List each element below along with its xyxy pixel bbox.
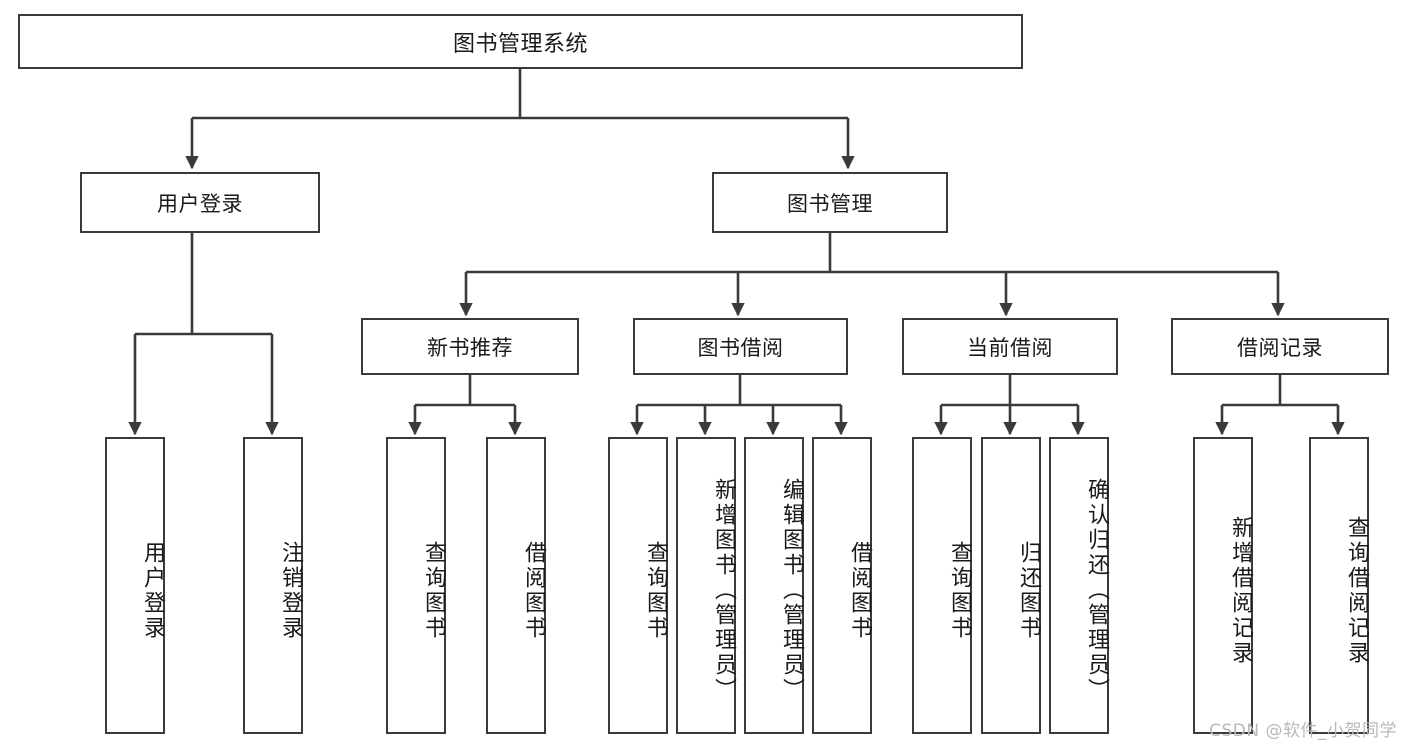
node-leaf-confirm-return[interactable]: 确认归还（管理员） — [1049, 437, 1109, 734]
node-leaf-edit-book-label: 编辑图书（管理员） — [779, 478, 804, 703]
node-leaf-return-book[interactable]: 归还图书 — [981, 437, 1041, 734]
node-root-system[interactable]: 图书管理系统 — [18, 14, 1023, 69]
node-new-book-recommend-label: 新书推荐 — [427, 335, 513, 360]
node-leaf-logout-label: 注销登录 — [278, 540, 303, 641]
node-current-borrow-label: 当前借阅 — [967, 335, 1053, 360]
node-leaf-query-book-2-label: 查询图书 — [643, 540, 668, 641]
node-root-system-label: 图书管理系统 — [452, 31, 588, 57]
node-leaf-add-book-label: 新增图书（管理员） — [711, 478, 736, 703]
node-leaf-query-book-2[interactable]: 查询图书 — [608, 437, 668, 734]
node-leaf-query-book-1[interactable]: 查询图书 — [386, 437, 446, 734]
node-leaf-add-borrow-record[interactable]: 新增借阅记录 — [1193, 437, 1253, 734]
node-user-login[interactable]: 用户登录 — [80, 172, 320, 233]
node-leaf-query-borrow-record[interactable]: 查询借阅记录 — [1309, 437, 1369, 734]
csdn-watermark: CSDN @软件_小贺同学 — [1209, 721, 1397, 741]
node-leaf-query-book-3-label: 查询图书 — [947, 540, 972, 641]
node-leaf-user-login-label: 用户登录 — [140, 540, 165, 641]
node-book-borrow-label: 图书借阅 — [697, 335, 784, 360]
node-leaf-return-book-label: 归还图书 — [1016, 540, 1041, 641]
node-user-login-label: 用户登录 — [157, 191, 243, 216]
node-leaf-confirm-return-label: 确认归还（管理员） — [1084, 478, 1109, 703]
node-leaf-borrow-book-1-label: 借阅图书 — [521, 540, 546, 641]
node-leaf-add-borrow-record-label: 新增借阅记录 — [1228, 515, 1253, 666]
node-leaf-edit-book[interactable]: 编辑图书（管理员） — [744, 437, 804, 734]
node-book-manage[interactable]: 图书管理 — [712, 172, 948, 233]
node-leaf-query-book-3[interactable]: 查询图书 — [912, 437, 972, 734]
node-borrow-record[interactable]: 借阅记录 — [1171, 318, 1389, 375]
node-leaf-user-login[interactable]: 用户登录 — [105, 437, 165, 734]
node-leaf-borrow-book-2-label: 借阅图书 — [847, 540, 872, 641]
node-book-manage-label: 图书管理 — [787, 191, 873, 216]
node-borrow-record-label: 借阅记录 — [1237, 335, 1323, 360]
node-leaf-add-book[interactable]: 新增图书（管理员） — [676, 437, 736, 734]
node-leaf-query-borrow-record-label: 查询借阅记录 — [1344, 515, 1369, 666]
node-book-borrow[interactable]: 图书借阅 — [633, 318, 848, 375]
node-leaf-query-book-1-label: 查询图书 — [421, 540, 446, 641]
node-leaf-borrow-book-1[interactable]: 借阅图书 — [486, 437, 546, 734]
node-current-borrow[interactable]: 当前借阅 — [902, 318, 1118, 375]
node-leaf-borrow-book-2[interactable]: 借阅图书 — [812, 437, 872, 734]
node-new-book-recommend[interactable]: 新书推荐 — [361, 318, 579, 375]
node-leaf-logout[interactable]: 注销登录 — [243, 437, 303, 734]
